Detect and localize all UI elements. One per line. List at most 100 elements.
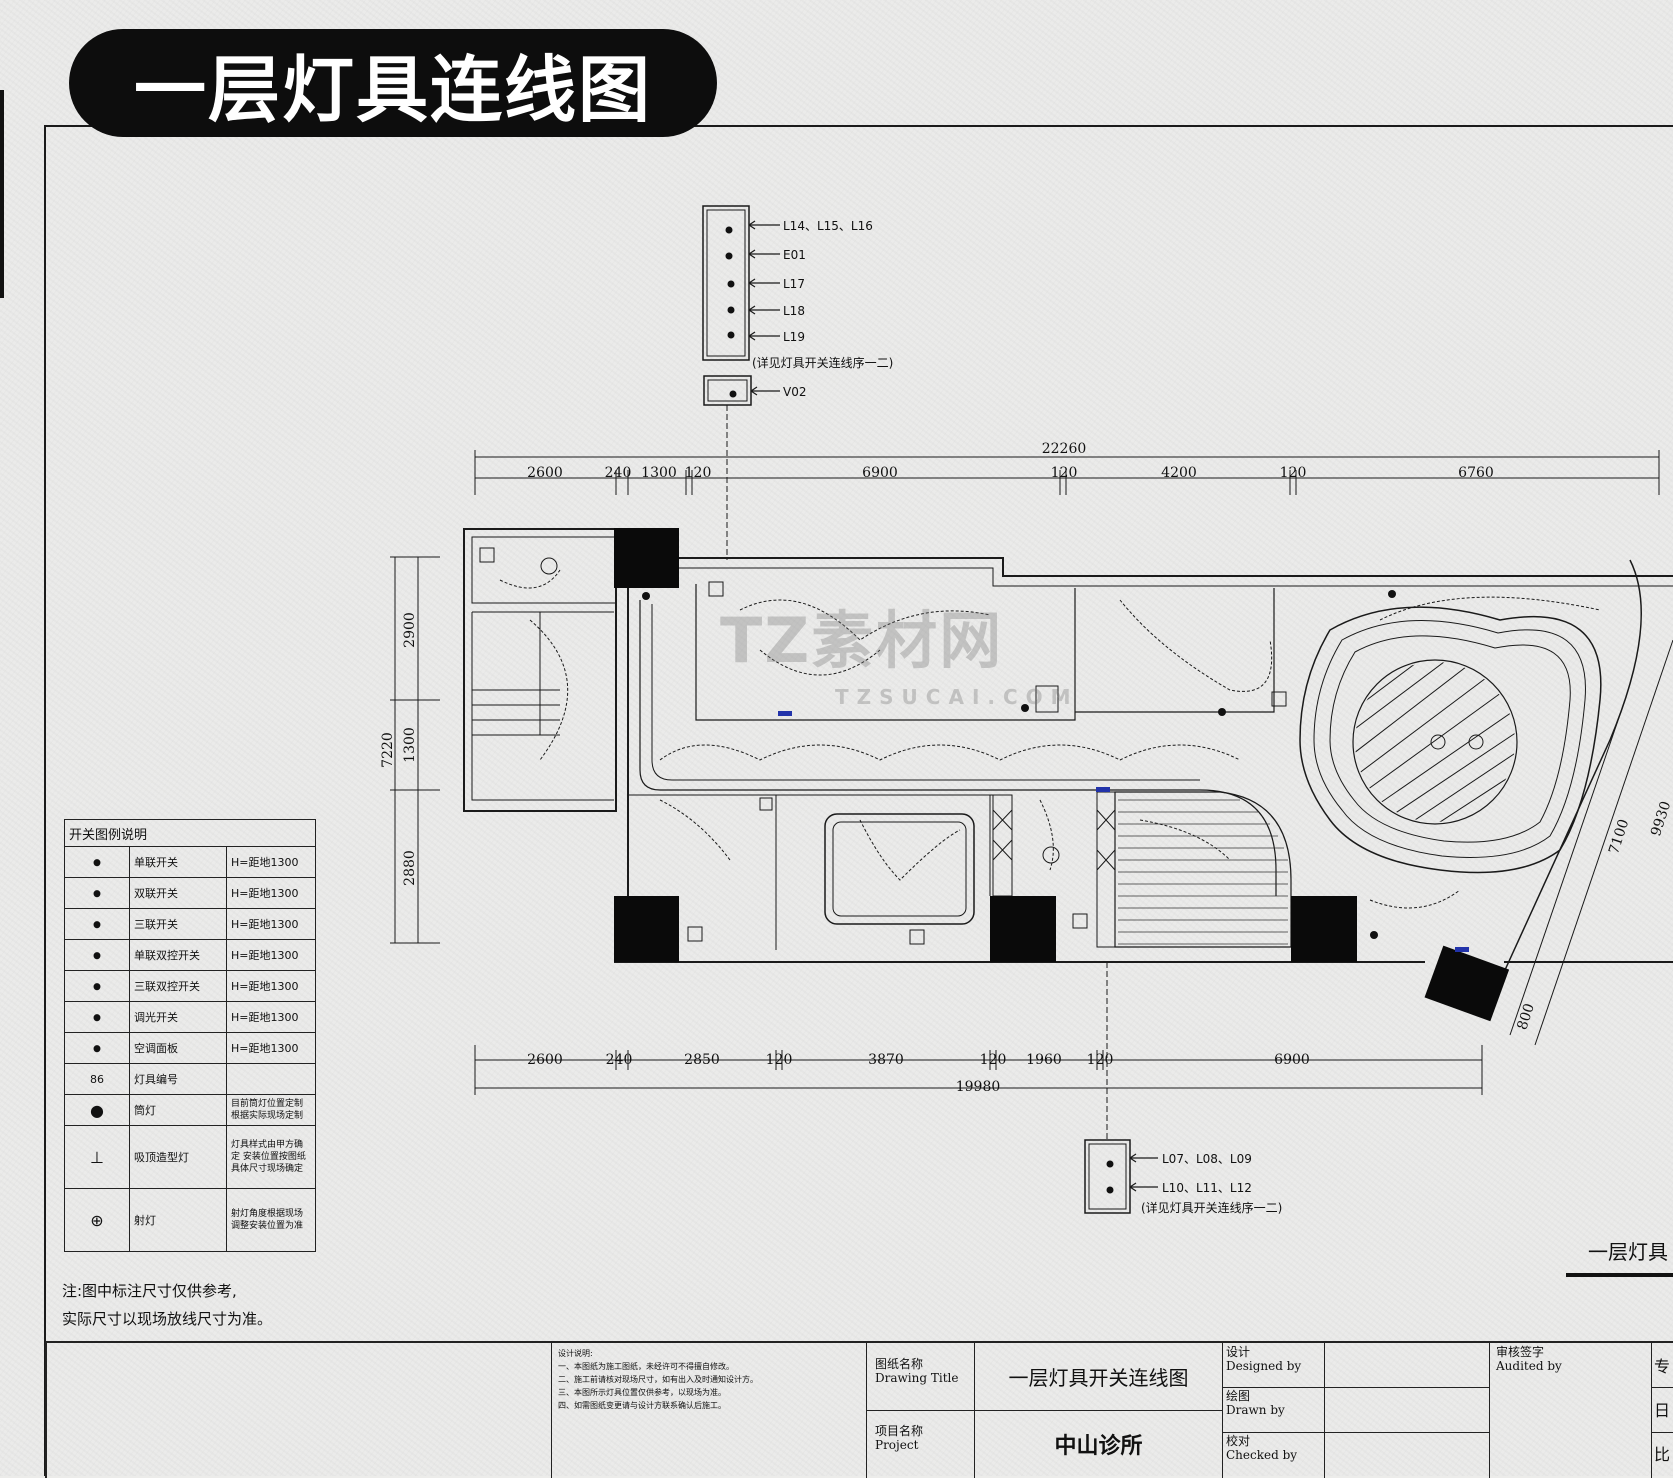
label-en: Drawing Title [875,1371,959,1385]
page-title: 一层灯具连线图 [69,29,717,137]
title-block: 设计说明: 一、本图纸为施工图纸，未经许可不得擅自修改。 二、施工前请核对现场尺… [45,1341,1673,1478]
panel-label: L07、L08、L09 [1162,1152,1252,1166]
label: 图纸名称 [875,1357,924,1371]
legend-desc: 目前筒灯位置定制 根据实际现场定制 [226,1094,316,1126]
legend-row: ●筒灯目前筒灯位置定制 根据实际现场定制 [64,1094,316,1126]
hatch-room [1118,799,1288,945]
label: 绘图 [1226,1389,1251,1403]
dim-text: 1300 [402,727,418,763]
dim-text: 120 [766,1052,793,1068]
design-note: 一、本图纸为施工图纸，未经许可不得擅自修改。 [558,1362,734,1371]
legend-desc: 射灯角度根据现场 调整安装位置为准 [226,1188,316,1252]
dim-text: 120 [1280,465,1307,481]
panel-label: V02 [783,385,806,399]
note-line: 注:图中标注尺寸仅供参考, [62,1282,237,1300]
dim-text: 800 [1514,1002,1537,1032]
circle-hatch [1355,662,1515,822]
note-line: 实际尺寸以现场放线尺寸为准。 [62,1310,273,1328]
watermark-sub: TZSUCAI.COM [835,685,1079,709]
design-note: 二、施工前请核对现场尺寸，如有出入及时通知设计方。 [558,1375,758,1384]
dim-total: 19980 [956,1079,1001,1095]
design-note: 四、如需图纸变更请与设计方联系确认后施工。 [558,1401,726,1410]
label: 日 [1654,1401,1671,1420]
ceiling-lamp-icon: ⊥ [64,1125,130,1189]
drawn-by-value [1324,1387,1489,1432]
dim-total: 22260 [1042,441,1087,457]
checked-by-value [1324,1432,1489,1478]
dim-text: 6900 [862,465,898,481]
dim-text: 240 [605,465,632,481]
right-column: 专 日 比 [1651,1343,1673,1478]
right-dimension-line [1509,639,1673,1046]
dim-text: 6900 [1274,1052,1310,1068]
dim-text: 4200 [1161,465,1197,481]
curved-wall [1504,559,1642,971]
label-en: Checked by [1226,1448,1298,1462]
panel-note: (详见灯具开关连线序一二) [1141,1200,1282,1215]
dim-text: 1960 [1026,1052,1062,1068]
dim-text: 2850 [684,1052,720,1068]
legend-title: 开关图例说明 [64,819,316,847]
divider [1222,1432,1489,1433]
project-label: 项目名称 Project [866,1410,974,1478]
dim-text: 240 [606,1052,633,1068]
sheet-label: 一层灯具 [1588,1240,1668,1264]
dimension-notes: 注:图中标注尺寸仅供参考, 实际尺寸以现场放线尺寸为准。 [62,1277,272,1333]
legend-name: 三联双控开关 [129,970,227,1002]
drawing-title-label: 图纸名称 Drawing Title [866,1343,974,1410]
label: 专 [1654,1357,1671,1376]
legend-name: 单联双控开关 [129,939,227,971]
panel-label: L10、L11、L12 [1162,1181,1252,1195]
legend-desc: H=距地1300 [226,970,316,1002]
divider [866,1410,1222,1411]
drawing-title: 一层灯具开关连线图 [974,1343,1222,1410]
top-dimension-line [474,450,1660,495]
label: 审核签字 [1496,1345,1545,1359]
dim-text: 7100 [1606,817,1632,856]
legend-desc: H=距地1300 [226,1032,316,1064]
design-note: 三、本图所示灯具位置仅供参考，以现场为准。 [558,1388,726,1397]
dim-total: 7220 [380,732,396,768]
lamp-symbols [479,547,1484,945]
watermark: TZ素材网 [720,604,1004,677]
label: 校对 [1226,1434,1251,1448]
dim-text: 120 [685,465,712,481]
panel-label: L14、L15、L16 [783,219,873,233]
legend-desc [226,1063,316,1095]
dim-text: 2600 [527,465,563,481]
left-dimension-line [390,556,440,944]
legend-desc: H=距地1300 [226,939,316,971]
label: 比 [1654,1445,1671,1464]
other-switch-icon: ⦁ [64,1032,130,1064]
dim-text: 120 [1087,1052,1114,1068]
label-en: Project [875,1438,919,1452]
dim-text: 120 [980,1052,1007,1068]
legend-desc: H=距地1300 [226,877,316,909]
dim-text: 2880 [402,850,418,886]
panel-label: E01 [783,248,806,262]
label-en: Drawn by [1226,1403,1285,1417]
legend-row: ⊥吸顶造型灯灯具样式由甲方确定 安装位置按图纸 具体尺寸现场确定 [64,1125,316,1189]
panel-label: L19 [783,330,805,344]
label: 项目名称 [875,1424,924,1438]
panel-label: L17 [783,277,805,291]
switch-dots [642,590,1396,939]
legend-desc: H=距地1300 [226,1001,316,1033]
project-name: 中山诊所 [974,1410,1222,1478]
legend-name: 吸顶造型灯 [129,1125,227,1189]
triple-switch-icon: ⦁ [64,908,130,940]
legend-name: 三联开关 [129,908,227,940]
divider [1651,1432,1673,1433]
label: 设计 [1226,1345,1251,1359]
designed-by-value [1324,1343,1489,1387]
